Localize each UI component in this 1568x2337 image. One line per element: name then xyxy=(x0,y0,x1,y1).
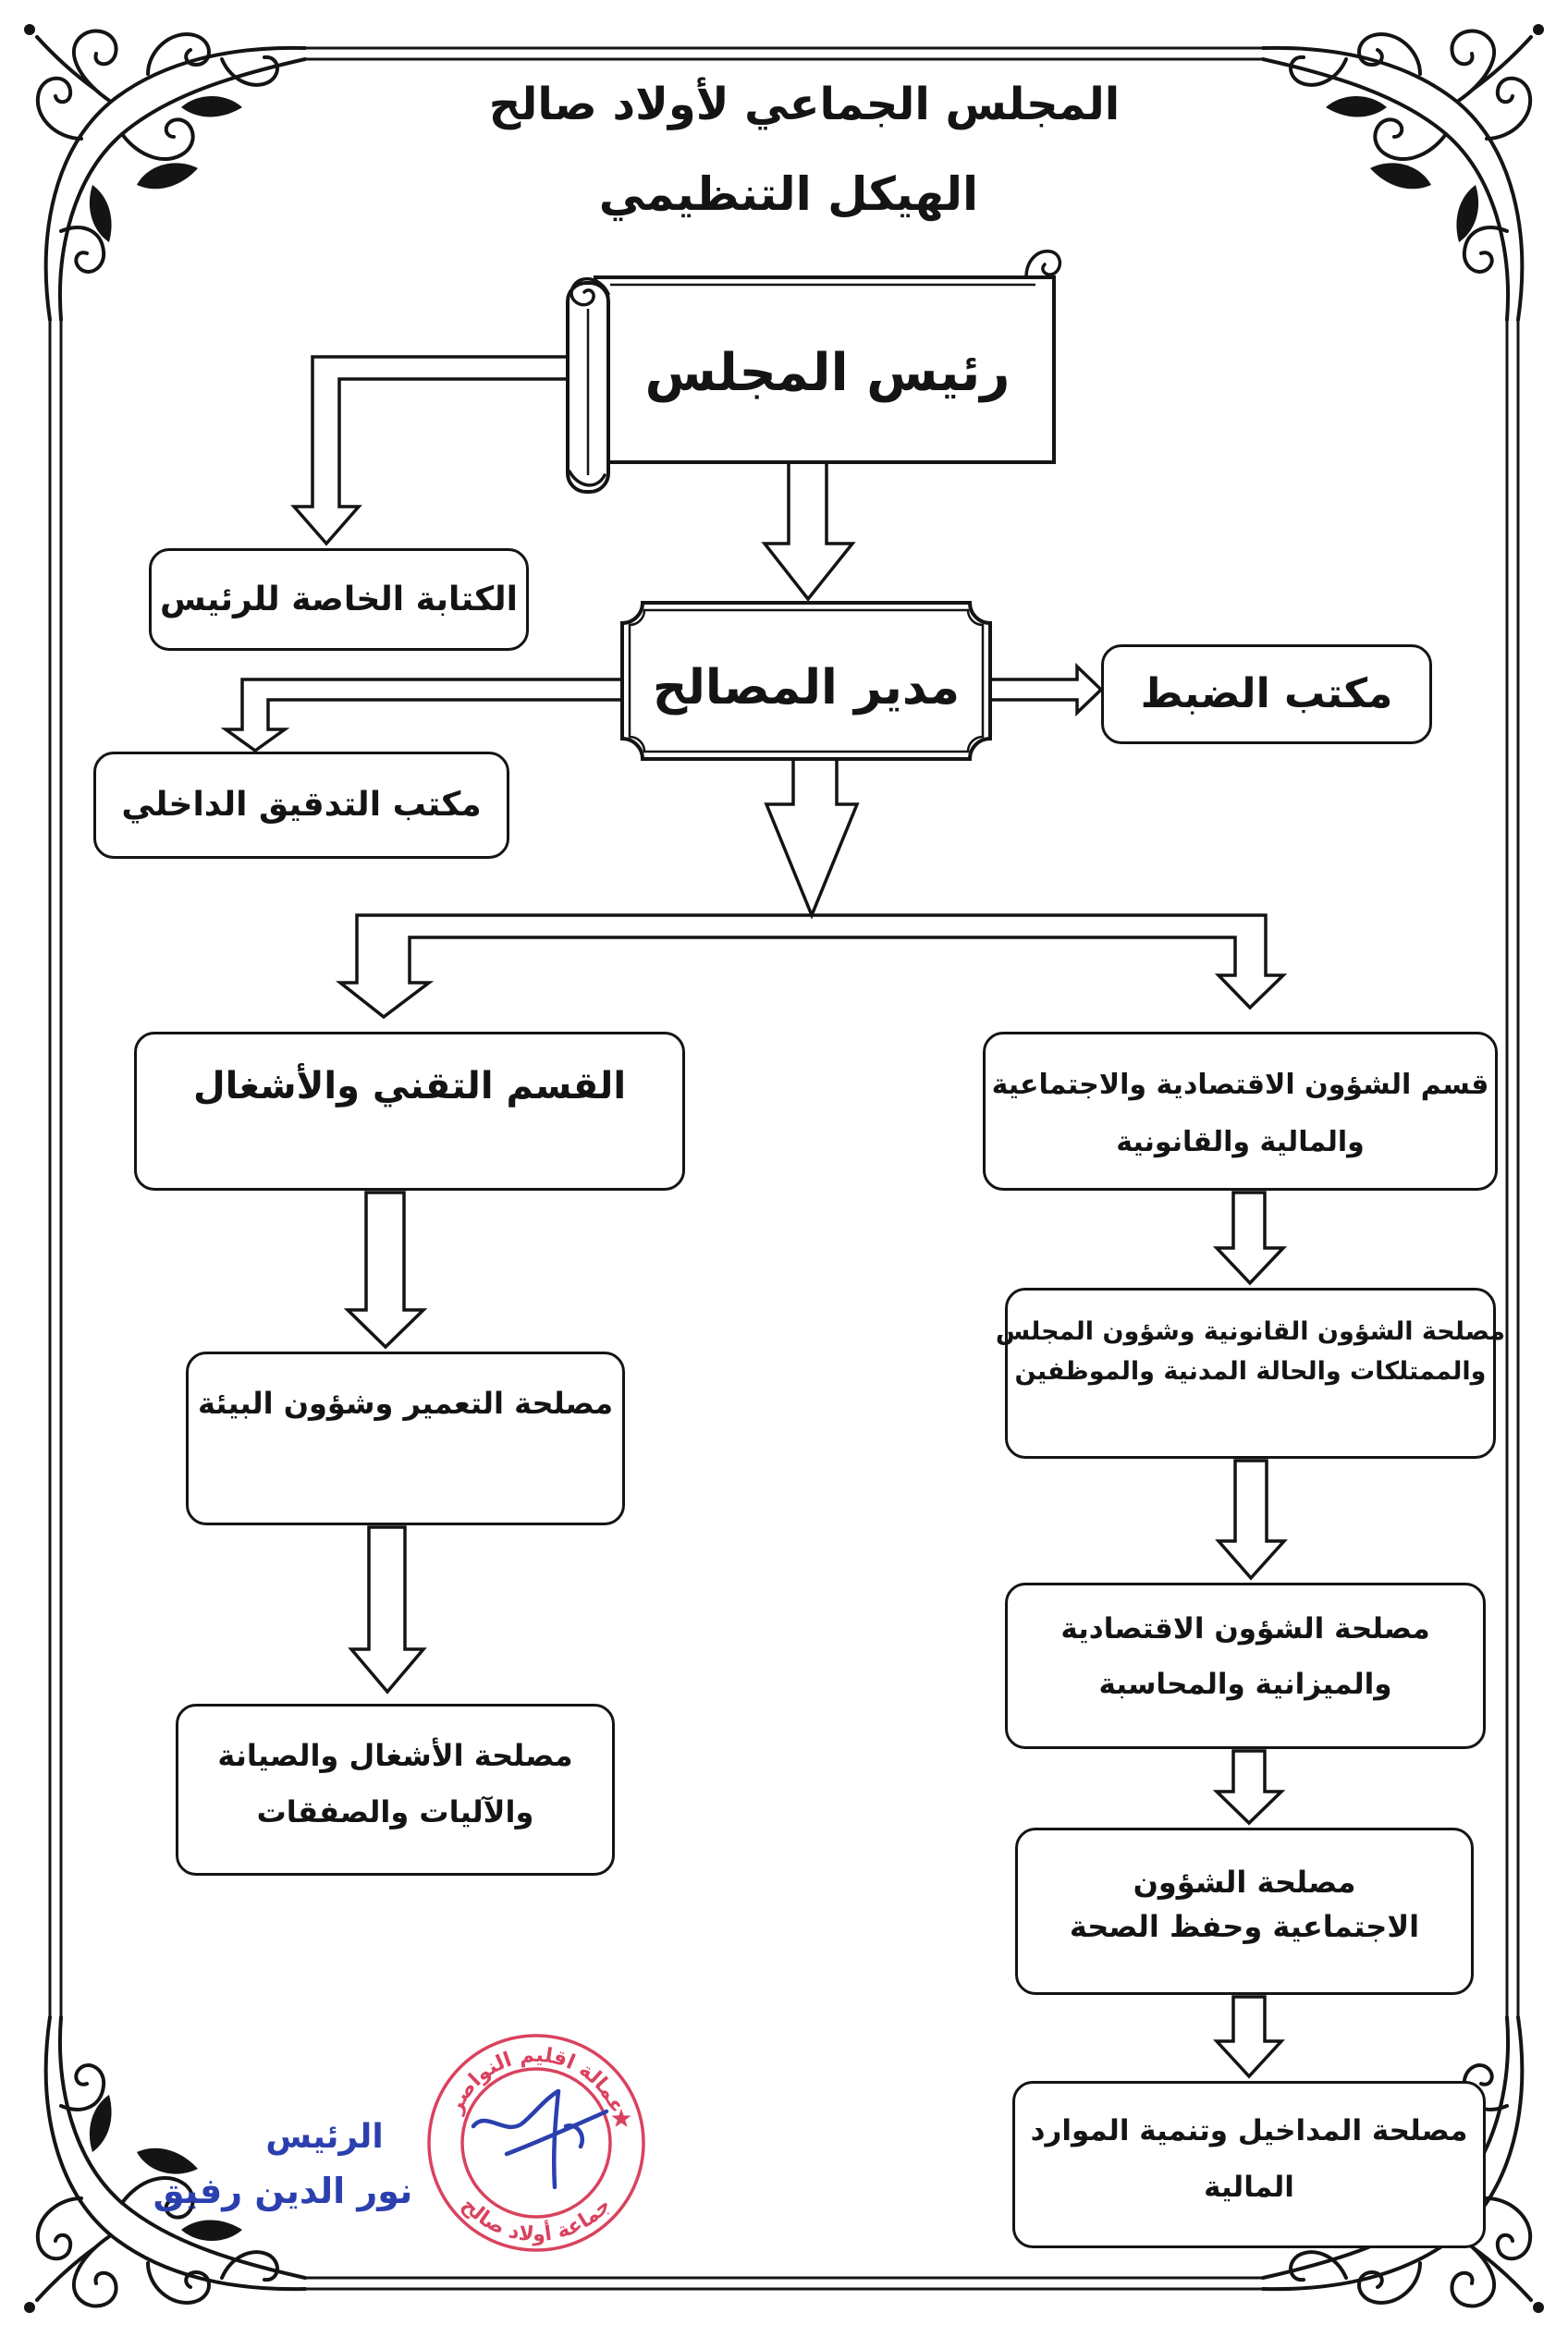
arrow-economic-to-social xyxy=(1212,1749,1286,1826)
scroll-right-curl xyxy=(1024,250,1062,279)
stamp-bottom-text-path: جماعة أولاد صالح xyxy=(457,2194,616,2246)
arrow-legal-to-economic xyxy=(1215,1459,1288,1581)
works-service-node: مصلحة الأشغال والصيانة والآليات والصفقات xyxy=(176,1704,615,1876)
stamp-outer-ring xyxy=(427,2034,645,2252)
president-scroll-frame xyxy=(566,250,1062,494)
revenues-service-label-line-2: المالية xyxy=(1204,2171,1294,2204)
urban-planning-service-label: مصلحة التعمير وشؤون البيئة xyxy=(197,1386,614,1421)
president-label: رئيس المجلس xyxy=(644,342,1011,403)
social-affairs-service-node: مصلحة الشؤون الاجتماعية وحفظ الصحة xyxy=(1015,1828,1474,1995)
chart-title-heading: الهيكل التنظيمي xyxy=(511,165,1066,224)
chart-title-text: الهيكل التنظيمي xyxy=(598,167,979,221)
signature-title: الرئيس xyxy=(195,2112,454,2160)
arrow-urban-to-works xyxy=(348,1525,427,1695)
affairs-division-node: قسم الشؤون الاقتصادية والاجتماعية والمال… xyxy=(983,1032,1498,1191)
economic-affairs-service-label-line-1: مصلحة الشؤون الاقتصادية xyxy=(1060,1612,1430,1646)
legal-affairs-service-label-line-2: والممتلكات والحالة المدنية والموظفين xyxy=(1014,1357,1487,1386)
arrow-president-to-director xyxy=(761,460,856,602)
economic-affairs-service-label-line-2: والميزانية والمحاسبة xyxy=(1098,1668,1392,1701)
internal-audit-label: مكتب التدقيق الداخلي xyxy=(121,786,482,824)
legal-affairs-service-node: مصلحة الشؤون القانونية وشؤون المجلس والم… xyxy=(996,1288,1505,1459)
services-director-label: مدير المصالح xyxy=(652,660,961,716)
corner-ornament-top-right xyxy=(1261,22,1546,322)
economic-affairs-service-node: مصلحة الشؤون الاقتصادية والميزانية والمح… xyxy=(1005,1583,1486,1749)
internal-audit-node: مكتب التدقيق الداخلي xyxy=(93,752,509,859)
arrow-technical-to-urban xyxy=(343,1191,428,1350)
affairs-division-label-line-1: قسم الشؤون الاقتصادية والاجتماعية xyxy=(991,1069,1489,1101)
arrow-director-to-branch xyxy=(764,757,860,920)
council-name-text: المجلس الجماعي لأولاد صالح xyxy=(488,79,1121,130)
scroll-roll-top-curl xyxy=(570,276,610,307)
arrow-director-to-registry xyxy=(988,662,1104,717)
private-secretariat-label: الكتابة الخاصة للرئيس xyxy=(159,580,519,618)
page-frame xyxy=(48,46,1520,2291)
services-director-node: مدير المصالح xyxy=(622,647,990,728)
signature-name-text: نور الدين رفيق xyxy=(153,2171,413,2211)
plaque-inner-border xyxy=(628,608,985,753)
private-secretariat-node: الكتابة الخاصة للرئيس xyxy=(149,548,529,651)
council-name-heading: المجلس الجماعي لأولاد صالح xyxy=(342,74,1267,135)
works-service-label-line-2: والآليات والصفقات xyxy=(256,1794,534,1829)
signature-title-text: الرئيس xyxy=(265,2117,384,2156)
stamp-bottom-text: جماعة أولاد صالح xyxy=(457,2194,616,2246)
registry-office-node: مكتب الضبط xyxy=(1101,644,1432,744)
registry-office-label: مكتب الضبط xyxy=(1140,670,1393,717)
signature-name: نور الدين رفيق xyxy=(116,2165,449,2217)
corner-ornament-top-left xyxy=(22,22,307,322)
urban-planning-service-node: مصلحة التعمير وشؤون البيئة xyxy=(186,1352,625,1525)
official-stamp: عمالة اقليم النواصر جماعة أولاد صالح xyxy=(427,2034,645,2252)
social-affairs-service-label-line-1: مصلحة الشؤون xyxy=(1133,1865,1356,1900)
arrow-social-to-revenues xyxy=(1213,1995,1285,2079)
arrow-president-to-secretariat xyxy=(290,355,570,546)
arrow-branch-to-divisions xyxy=(335,913,1288,1020)
handwritten-signature-scribble xyxy=(471,2088,609,2190)
affairs-division-label-line-2: والمالية والقانونية xyxy=(1116,1126,1365,1158)
works-service-label-line-1: مصلحة الأشغال والصيانة xyxy=(217,1738,573,1773)
stamp-star-icon xyxy=(611,2109,631,2127)
scroll-roll-bottom-curl xyxy=(568,470,606,487)
plaque-outer-border xyxy=(620,601,992,761)
president-node: رئيس المجلس xyxy=(601,333,1054,412)
stamp-inner-ring xyxy=(460,2067,612,2219)
social-affairs-service-label-line-2: الاجتماعية وحفظ الصحة xyxy=(1069,1909,1420,1944)
technical-division-label: القسم التقني والأشغال xyxy=(192,1065,627,1107)
legal-affairs-service-label-line-1: مصلحة الشؤون القانونية وشؤون المجلس xyxy=(995,1317,1506,1346)
arrow-affairs-to-legal xyxy=(1212,1191,1288,1286)
technical-division-node: القسم التقني والأشغال xyxy=(134,1032,685,1191)
director-plaque-frame xyxy=(620,601,992,761)
revenues-service-node: مصلحة المداخيل وتنمية الموارد المالية xyxy=(1012,2081,1486,2248)
arrow-director-to-audit xyxy=(220,678,624,753)
revenues-service-label-line-1: مصلحة المداخيل وتنمية الموارد xyxy=(1030,2114,1468,2147)
